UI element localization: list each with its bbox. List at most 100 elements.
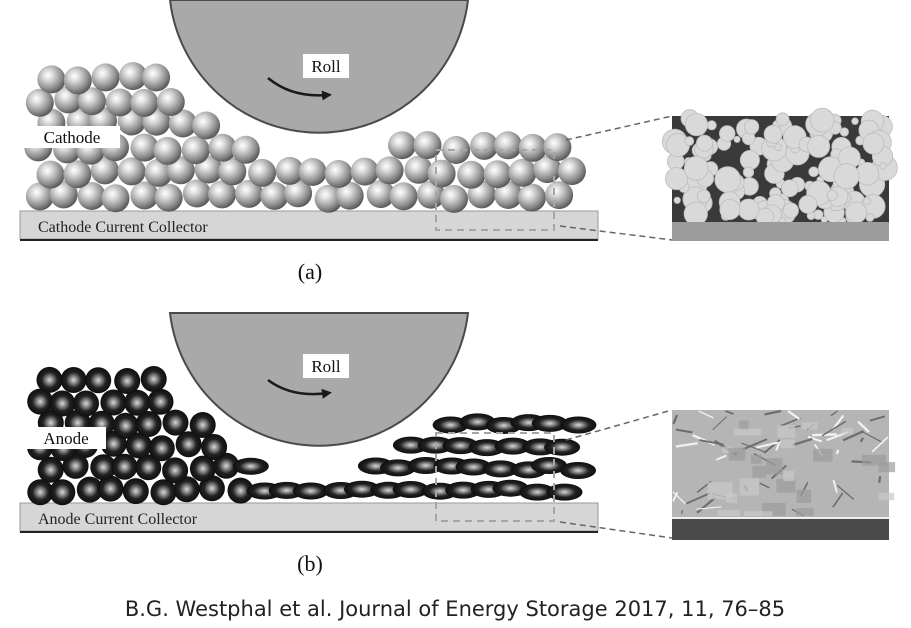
cathode-particle xyxy=(64,66,92,94)
sem-crack xyxy=(682,510,683,514)
sem-particle xyxy=(696,135,712,151)
sem-grain xyxy=(752,466,766,478)
sem-particle xyxy=(740,150,759,169)
cathode-particle xyxy=(106,89,134,117)
sem-particle xyxy=(734,136,740,142)
cathode-particle xyxy=(390,182,418,210)
sem-image-anode xyxy=(672,410,895,540)
cathode-particle xyxy=(545,181,573,209)
sem-grain xyxy=(777,425,795,437)
anode-particle xyxy=(201,434,227,460)
cathode-label: Cathode xyxy=(44,128,101,147)
sem-particle xyxy=(697,190,710,203)
anode-particle xyxy=(38,457,64,483)
citation: B.G. Westphal et al. Journal of Energy S… xyxy=(125,597,785,621)
sem-particle xyxy=(809,167,819,177)
cathode-particle xyxy=(457,161,485,189)
roll-label: Roll xyxy=(311,57,341,76)
cathode-particle xyxy=(154,137,182,165)
cathode-particle xyxy=(376,156,404,184)
cathode-particle xyxy=(325,160,353,188)
sem-grain xyxy=(740,478,759,495)
sem-particle xyxy=(738,199,759,220)
anode-particle xyxy=(112,454,138,480)
anode-particle xyxy=(100,390,126,416)
sem-particle xyxy=(666,133,689,156)
sem-image-cathode xyxy=(662,108,897,241)
anode-particle xyxy=(151,479,177,505)
anode-label: Anode xyxy=(43,429,88,448)
cathode-particle xyxy=(182,136,210,164)
cathode-particle xyxy=(440,185,468,213)
sem-particle xyxy=(880,163,886,169)
anode-particle xyxy=(560,462,596,479)
sem-grain xyxy=(879,462,896,472)
sem-grain xyxy=(744,511,773,516)
sem-grain xyxy=(781,440,795,449)
roll-label: Roll xyxy=(311,357,341,376)
cathode-particle xyxy=(63,160,91,188)
sem-particle xyxy=(674,197,680,203)
anode-particle xyxy=(49,479,75,505)
anode-particle xyxy=(114,368,140,394)
sem-grain xyxy=(796,508,814,516)
sem-grain xyxy=(718,510,740,516)
sem-particle xyxy=(715,167,741,193)
cathode-particle xyxy=(470,132,498,160)
anode-particle xyxy=(560,417,596,434)
cathode-particle xyxy=(130,89,158,117)
anode-particle xyxy=(49,391,75,417)
sem-grain xyxy=(841,428,853,435)
sem-grain xyxy=(708,482,733,499)
cathode-particle xyxy=(232,136,260,164)
sem-particle xyxy=(846,202,867,223)
panel-b: Roll Anode Anode Current Collector (b) xyxy=(20,313,895,576)
zoom-connector-top xyxy=(566,116,672,140)
sem-particle xyxy=(852,118,859,125)
sem-particle xyxy=(776,113,789,126)
sem-particle xyxy=(783,203,798,218)
sem-particle xyxy=(719,126,735,142)
anode-particle xyxy=(547,484,583,501)
anode-particle xyxy=(37,367,63,393)
sem-particle xyxy=(743,167,753,177)
sem-grain xyxy=(797,490,812,503)
cathode-particle xyxy=(518,184,546,212)
sem-grain xyxy=(878,493,894,500)
cathode-particle xyxy=(37,65,65,93)
sem-particle xyxy=(720,199,740,219)
cathode-particle xyxy=(155,184,183,212)
sem-grain xyxy=(813,449,833,462)
cathode-particle xyxy=(519,134,547,162)
cathode-particle xyxy=(299,158,327,186)
panel-a: Roll Cathode Cathode Current Collector (… xyxy=(20,0,897,284)
anode-particle xyxy=(148,389,174,415)
sem-particle xyxy=(863,133,884,154)
anode-particle xyxy=(123,478,149,504)
caption-b: (b) xyxy=(297,551,323,576)
cathode-particle xyxy=(494,131,522,159)
sem-grain xyxy=(734,429,761,436)
cathode-particle xyxy=(484,160,512,188)
cathode-particle xyxy=(183,180,211,208)
sem-grain xyxy=(802,422,818,429)
sem-grain xyxy=(783,471,794,481)
anode-particle xyxy=(544,439,580,456)
sem-particle xyxy=(684,202,707,225)
anode-particle xyxy=(162,457,188,483)
cathode-particle xyxy=(543,133,571,161)
sem-grain xyxy=(751,455,762,464)
sem-crack xyxy=(879,476,880,483)
sem-particle xyxy=(685,113,707,135)
collector-label: Cathode Current Collector xyxy=(38,219,208,236)
sem-particle xyxy=(827,190,837,200)
anode-particle xyxy=(163,410,189,436)
cathode-particle xyxy=(92,63,120,91)
cathode-particle xyxy=(558,157,586,185)
sem-particle xyxy=(810,108,834,132)
anode-particle xyxy=(73,391,99,417)
sem-grain xyxy=(766,458,783,475)
sem-grain xyxy=(729,448,746,461)
anode-particle xyxy=(233,458,269,475)
